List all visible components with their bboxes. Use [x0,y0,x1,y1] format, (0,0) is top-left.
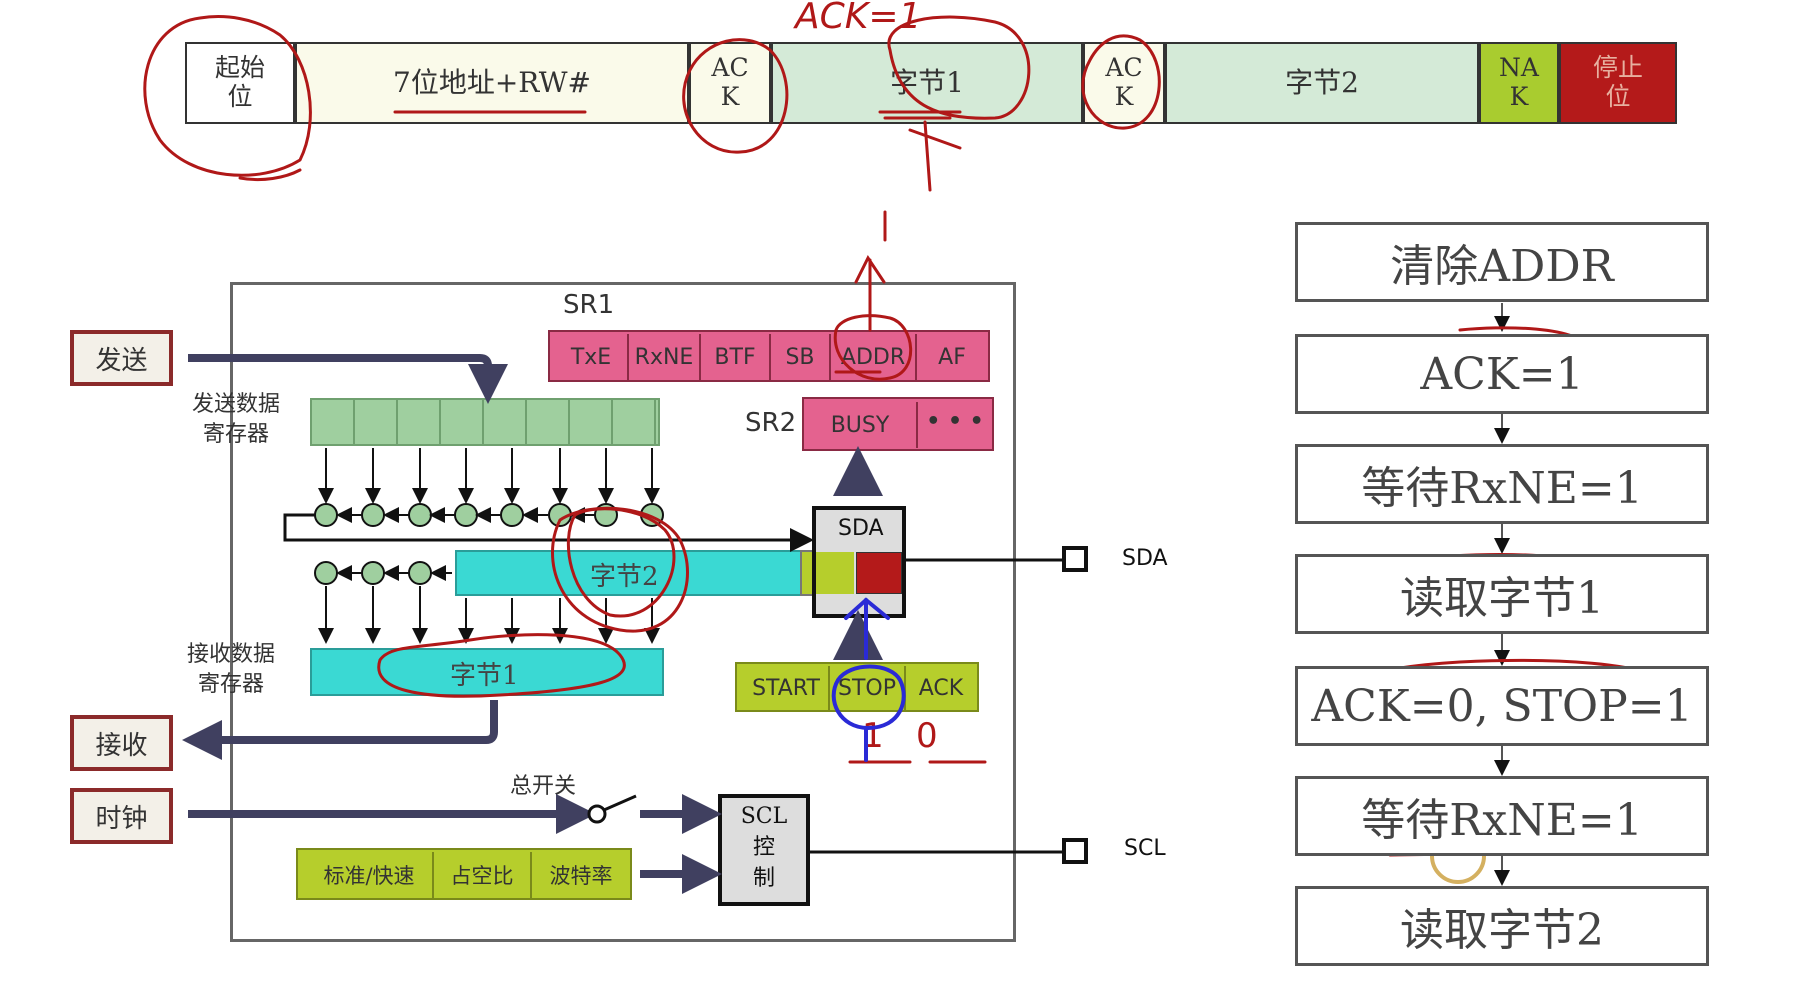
flow-step-read-byte-1: 读取字节1 [1295,554,1709,634]
ctrl-stop: STOP [830,666,906,710]
frame-nak: NA K [1479,42,1559,124]
rx-register-text: 字节1 [450,661,519,691]
scl-control-label: SCL 控 制 [740,804,788,891]
i2c-peripheral-frame [230,282,1016,942]
sda-bit-red [856,552,902,594]
speed-duty: 占空比 [434,852,532,898]
frame-stop-bit: 停止 位 [1559,42,1677,124]
shift-register [455,550,805,596]
sr1-btf: BTF [701,334,771,380]
frame-byte-1: 字节1 [771,42,1083,124]
sda-pin [1062,546,1088,572]
ack-annotation: ACK=1 [795,0,922,37]
shift-register-text: 字节2 [590,562,659,592]
flow-step-ack-1: ACK=1 [1295,334,1709,414]
receive-button[interactable]: 接收 [70,715,173,771]
send-button[interactable]: 发送 [70,330,173,386]
sr1-af: AF [938,344,966,370]
scl-pin [1062,838,1088,864]
sr1-sb: SB [771,334,831,380]
flow-step-ack0-stop1: ACK=0, STOP=1 [1295,666,1709,746]
clock-button[interactable]: 时钟 [70,788,173,844]
scl-pin-label: SCL [1124,836,1166,861]
sr1-label: SR1 [563,290,615,320]
sr2-busy: BUSY [804,402,918,448]
frame-address: 7位地址+RW# [295,42,689,124]
scl-control-box [718,794,810,906]
sda-bit-green [816,552,854,594]
frame-byte-2: 字节2 [1165,42,1479,124]
frame-ack-1: AC K [689,42,771,124]
tx-register-label: 发送数据 寄存器 [192,392,281,447]
ctrl-start: START [744,666,830,710]
frame-start-bit: 起始 位 [185,42,295,124]
sda-pin-label: SDA [1122,546,1168,571]
rx-data-register [310,648,664,696]
speed-mode: 标准/快速 [306,852,434,898]
flow-step-wait-rxne-1: 等待RxNE=1 [1295,444,1709,524]
sr2-register [802,397,994,451]
sr1-addr: ADDR [831,334,917,380]
flow-step-wait-rxne-2: 等待RxNE=1 [1295,776,1709,856]
sr2-label: SR2 [745,408,797,438]
rx-register-label: 接收数据 寄存器 [187,642,276,697]
flow-step-clear-addr: 清除ADDR [1295,222,1709,302]
speed-baud: 波特率 [549,864,613,888]
ctrl-ack: ACK [918,675,964,701]
speed-register [296,848,632,900]
sr1-txe: TxE [555,334,629,380]
tx-data-register [310,398,660,446]
flow-step-read-byte-2: 读取字节2 [1295,886,1709,966]
sr1-rxne: RxNE [629,334,701,380]
sda-box-label: SDA [838,516,884,541]
sr2-more: • • • [926,408,984,434]
ctrl-register [735,662,979,712]
